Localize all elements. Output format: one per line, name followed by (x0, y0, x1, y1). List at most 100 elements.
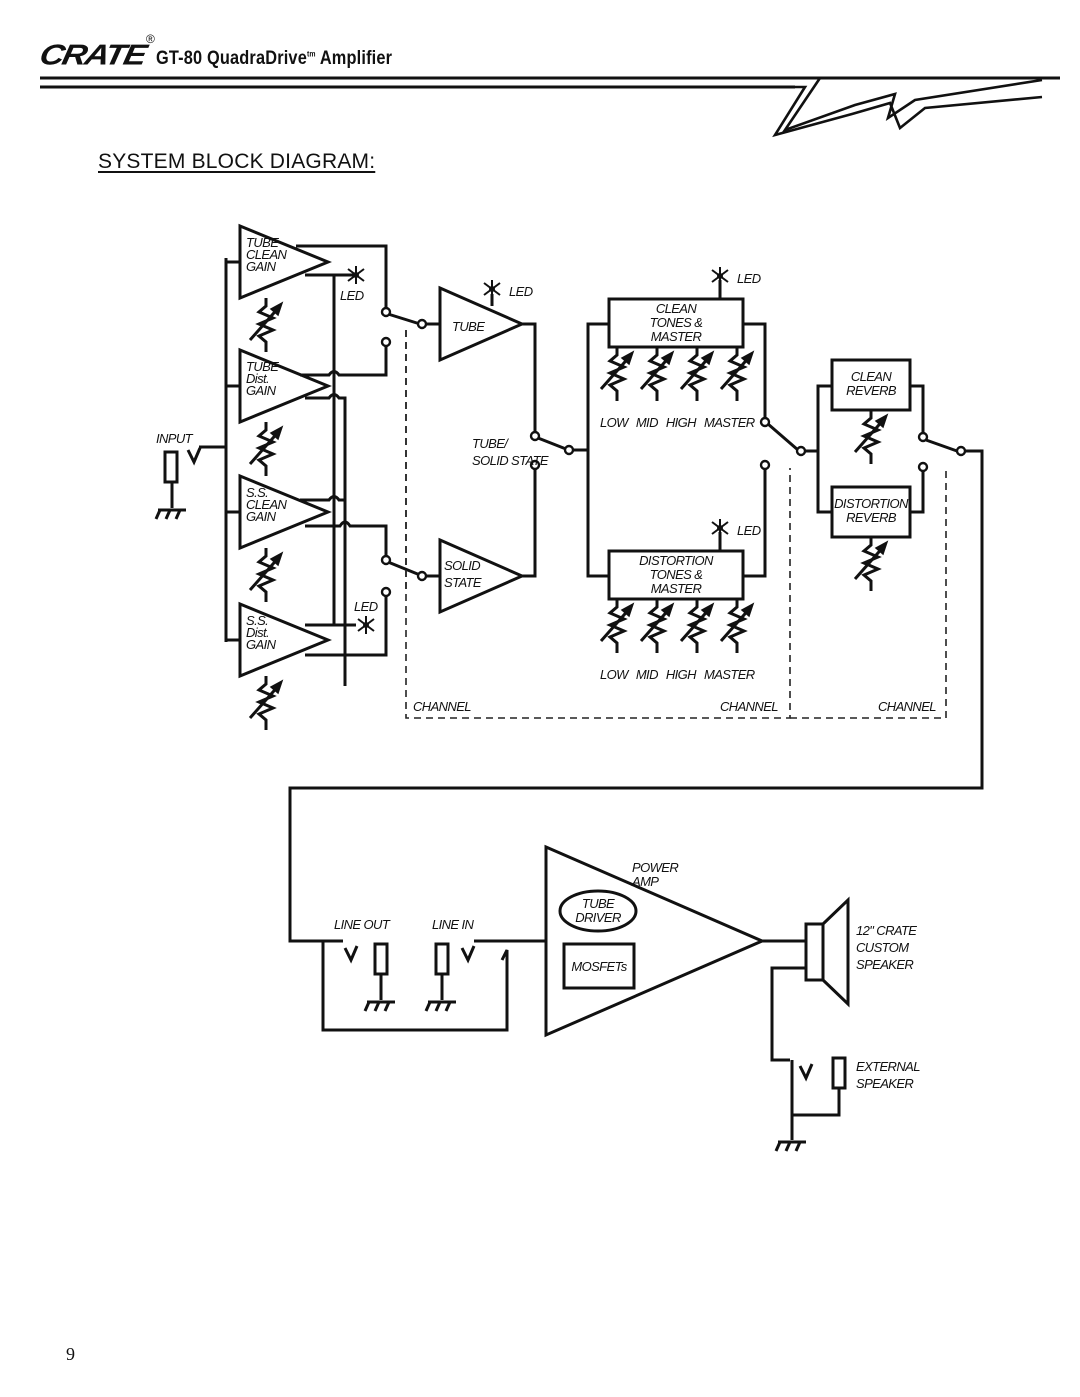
ext-speaker-return (792, 1088, 841, 1117)
resistor-zigzag (686, 599, 708, 653)
preamp-ss-clean-gain-triangle (238, 473, 332, 551)
reverb-feed (805, 384, 832, 453)
led-tube-clean-icon (347, 266, 365, 284)
led-ray (483, 288, 493, 296)
speaker-magnet (804, 922, 825, 982)
tube-dist-out (300, 342, 388, 377)
input-contact-icon (186, 447, 202, 466)
switch-terminal (917, 431, 929, 443)
tone-pot-high (679, 347, 715, 401)
adjust-arrow-head-icon (269, 551, 284, 567)
ground-symbol (154, 508, 186, 520)
preamp-label-tube-clean-gain: GAIN (246, 259, 277, 274)
tone-pot-mid (639, 347, 675, 401)
tube-out (522, 322, 537, 433)
ss-out (522, 467, 537, 578)
tube-ss-switch-label: TUBE/ (472, 436, 509, 451)
led-ray (355, 274, 365, 282)
preamp-label-ss-clean-gain: GAIN (246, 509, 277, 524)
led-label: LED (354, 599, 378, 614)
tone-block-label-clean-tones: MASTER (651, 329, 702, 344)
ext-speaker-contact-icon (798, 1063, 814, 1082)
adjust-arrow-head-icon (620, 602, 635, 618)
resistor-zigzag (726, 347, 748, 401)
tone-block-label-distortion-tones: MASTER (651, 581, 702, 596)
resistor-zigzag (726, 599, 748, 653)
line-out-label: LINE OUT (334, 917, 391, 932)
speaker-label: 12" CRATE (856, 923, 917, 938)
speaker-icon (804, 896, 850, 1008)
adjust-arrow-head-icon (874, 540, 889, 556)
led-ray (719, 527, 729, 535)
tone-pot-master (719, 347, 755, 401)
adjust-arrow-head-icon (269, 301, 284, 317)
adjust-arrow-head-icon (700, 602, 715, 618)
reverb-pot-distortion-reverb (853, 537, 889, 591)
tone-controls-label: LOW MID HIGH MASTER (600, 415, 755, 430)
trademark-mark: tm (306, 49, 316, 59)
preamp-tube-clean-gain (238, 223, 332, 301)
resistor-zigzag (255, 422, 277, 476)
switch-arm (767, 422, 799, 452)
page-header: CRATE ® GT-80 QuadraDrivetm Amplifier (37, 32, 1050, 146)
preamp-label-ss-dist-gain: S.S. (246, 613, 268, 628)
preamp-label-tube-dist-gain: TUBE (246, 359, 279, 374)
section-title: SYSTEM BLOCK DIAGRAM: (98, 150, 376, 173)
led-ray (491, 288, 501, 296)
labels: INPUTTUBECLEANGAINTUBEDist.GAINS.S.CLEAN… (156, 235, 937, 1091)
dist-reverb-out (910, 470, 925, 514)
reverb-feed-2 (816, 451, 832, 514)
line-in-contact-icon (460, 945, 476, 964)
tone-pot-master (719, 599, 755, 653)
led-ray (365, 618, 375, 626)
led-label: LED (737, 271, 761, 286)
tube-driver-label: TUBE (582, 896, 615, 911)
resistor-zigzag (860, 537, 882, 591)
input-label: INPUT (156, 431, 194, 446)
line-in-jack-icon (434, 942, 450, 976)
adjust-arrow-head-icon (269, 425, 284, 441)
tone-pot-low (599, 599, 635, 653)
switch-terminal (955, 445, 967, 457)
led-ray (711, 521, 721, 529)
loop-return-wire (321, 941, 509, 1032)
preamp-label-tube-dist-gain: Dist. (246, 371, 269, 386)
mosfets-block (562, 942, 636, 990)
led-label: LED (340, 288, 364, 303)
preamp-label-tube-dist-gain: GAIN (246, 383, 277, 398)
switch-arm (537, 436, 567, 451)
ss-clean-top (300, 495, 345, 502)
led-ray (711, 269, 721, 277)
resistor-zigzag (686, 347, 708, 401)
tone-block-distortion-tones (607, 549, 745, 601)
tube-dist-ret (305, 393, 347, 686)
tone-block-label-distortion-tones: DISTORTION (639, 553, 714, 568)
led-ray (719, 521, 729, 529)
switch-terminal (416, 570, 428, 582)
ground-symbol (424, 1000, 456, 1012)
preamp-ss-clean-gain (238, 473, 332, 551)
adjust-arrow-head-icon (740, 602, 755, 618)
gain-pot-ss-clean-gain (248, 548, 284, 602)
line-in-label: LINE IN (432, 917, 475, 932)
resistor-zigzag (860, 410, 882, 464)
channel-label: CHANNEL (720, 699, 778, 714)
adjust-arrow-head-icon (660, 602, 675, 618)
led-ray (491, 282, 501, 290)
led-label: LED (737, 523, 761, 538)
line-in-ground-icon (424, 1000, 456, 1012)
preamp-label-ss-dist-gain: GAIN (246, 637, 277, 652)
header-rules (40, 76, 1060, 89)
line-out-jack-icon (373, 942, 389, 976)
document-title: GT-80 QuadraDrivetm Amplifier (156, 48, 392, 70)
page-number: 9 (66, 1344, 75, 1364)
ss-clean-out (305, 520, 388, 560)
switch-arm (925, 438, 958, 453)
adjust-arrow-head-icon (874, 413, 889, 429)
clean-tone-feed (573, 322, 609, 452)
dist-tone-feed (586, 450, 609, 578)
title-main: GT-80 QuadraDrive (156, 48, 307, 69)
tube-clean-out (296, 244, 388, 312)
preamp-tube-dist-gain (238, 347, 332, 425)
solid-state-label: SOLID (444, 558, 480, 573)
